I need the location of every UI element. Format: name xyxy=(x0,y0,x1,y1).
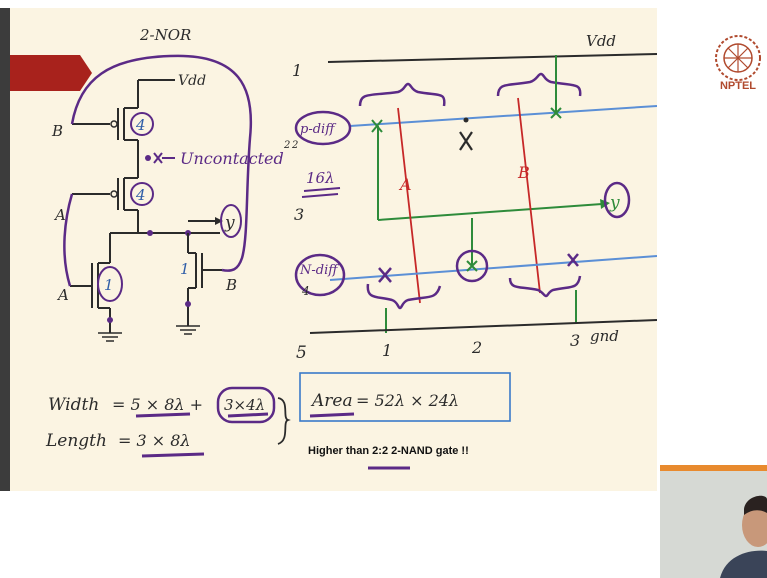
input-a-label-bottom: A xyxy=(56,286,69,304)
column-1: 1 xyxy=(382,341,392,360)
track-2: 2 xyxy=(283,140,290,151)
whiteboard: 2-NOR Vdd 4 B Uncontacted 2 xyxy=(10,8,657,491)
p-diff-label: p-diff xyxy=(300,122,337,137)
input-b-label-bottom: B xyxy=(225,276,237,294)
width-label: Width xyxy=(48,395,99,415)
track-3: 3 xyxy=(294,205,304,224)
spacing-label: 16λ xyxy=(306,169,335,187)
output-y-stick: y xyxy=(609,193,620,213)
vdd-schematic-label: Vdd xyxy=(178,73,206,89)
pmos-size-1: 4 xyxy=(135,116,146,134)
uncontacted-superscript: 2 xyxy=(291,140,298,151)
nmos-size-2: 1 xyxy=(180,260,190,278)
caption: Higher than 2:2 2-NAND gate !! xyxy=(308,445,469,457)
input-a-label-top: A xyxy=(53,206,66,224)
width-contact-term: 3×4λ xyxy=(224,396,265,414)
webcam-border xyxy=(660,465,767,471)
track-5: 5 xyxy=(296,343,307,363)
n-diff-label: N-diff xyxy=(299,263,340,278)
track-4: 4 xyxy=(301,284,310,298)
input-b-label-top: B xyxy=(51,122,63,140)
pointer-tab xyxy=(10,55,92,91)
vdd-rail-label: Vdd xyxy=(586,32,616,50)
width-expression: = 5 × 8λ + xyxy=(112,395,203,414)
output-y-schematic: y xyxy=(224,213,235,233)
length-expression: = 3 × 8λ xyxy=(118,431,191,450)
gate-b-label: B xyxy=(517,163,530,182)
pmos-size-2: 4 xyxy=(135,186,146,204)
nptel-logo-text: NPTEL xyxy=(719,80,757,92)
whiteboard-drawing: 2-NOR Vdd 4 B Uncontacted 2 xyxy=(45,26,657,470)
uncontacted-note: Uncontacted xyxy=(180,149,284,168)
gnd-label: gnd xyxy=(590,327,619,345)
presenter-webcam xyxy=(660,465,767,578)
column-3: 3 xyxy=(570,331,580,350)
presenter-silhouette xyxy=(660,471,767,578)
nmos-size-1: 1 xyxy=(104,276,114,294)
slide-left-edge xyxy=(0,8,10,491)
column-2: 2 xyxy=(471,338,482,357)
length-label: Length xyxy=(45,431,107,451)
gate-name: 2-NOR xyxy=(139,26,191,44)
nptel-logo xyxy=(715,35,761,81)
track-1: 1 xyxy=(292,61,302,80)
gate-a-label: A xyxy=(398,175,412,194)
area-expression: = 52λ × 24λ xyxy=(356,391,459,410)
area-label: Area xyxy=(310,391,353,411)
